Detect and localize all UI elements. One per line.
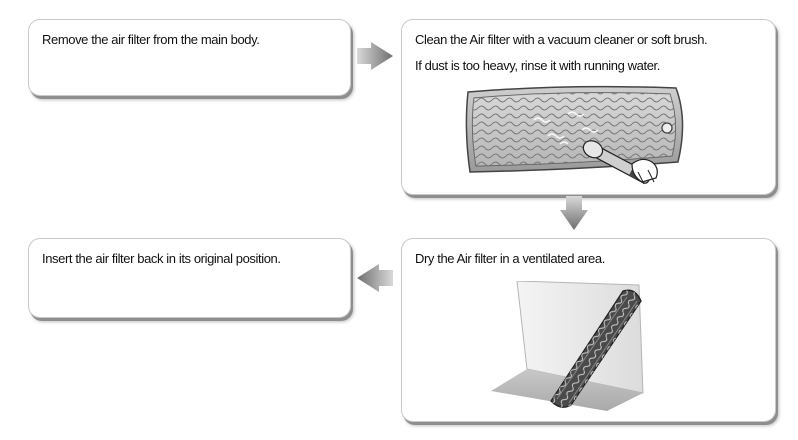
step-dry-text: Dry the Air filter in a ventilated area. — [415, 251, 605, 266]
step-clean-text-line2: If dust is too heavy, rinse it with runn… — [415, 58, 660, 73]
filter-brushing-icon — [465, 85, 684, 185]
step-dry-box: Dry the Air filter in a ventilated area. — [401, 238, 776, 422]
arrow-left-icon — [357, 264, 393, 292]
step-insert-text: Insert the air filter back in its origin… — [42, 251, 281, 266]
filter-drying-icon — [491, 281, 644, 411]
arrow-right-icon — [357, 42, 393, 70]
step-clean-box: Clean the Air filter with a vacuum clean… — [401, 19, 776, 195]
step-remove-box: Remove the air filter from the main body… — [28, 19, 351, 96]
arrow-down-icon — [560, 196, 588, 230]
step-insert-box: Insert the air filter back in its origin… — [28, 238, 351, 318]
step-remove-text: Remove the air filter from the main body… — [42, 32, 260, 47]
step-clean-text-line1: Clean the Air filter with a vacuum clean… — [415, 32, 708, 47]
